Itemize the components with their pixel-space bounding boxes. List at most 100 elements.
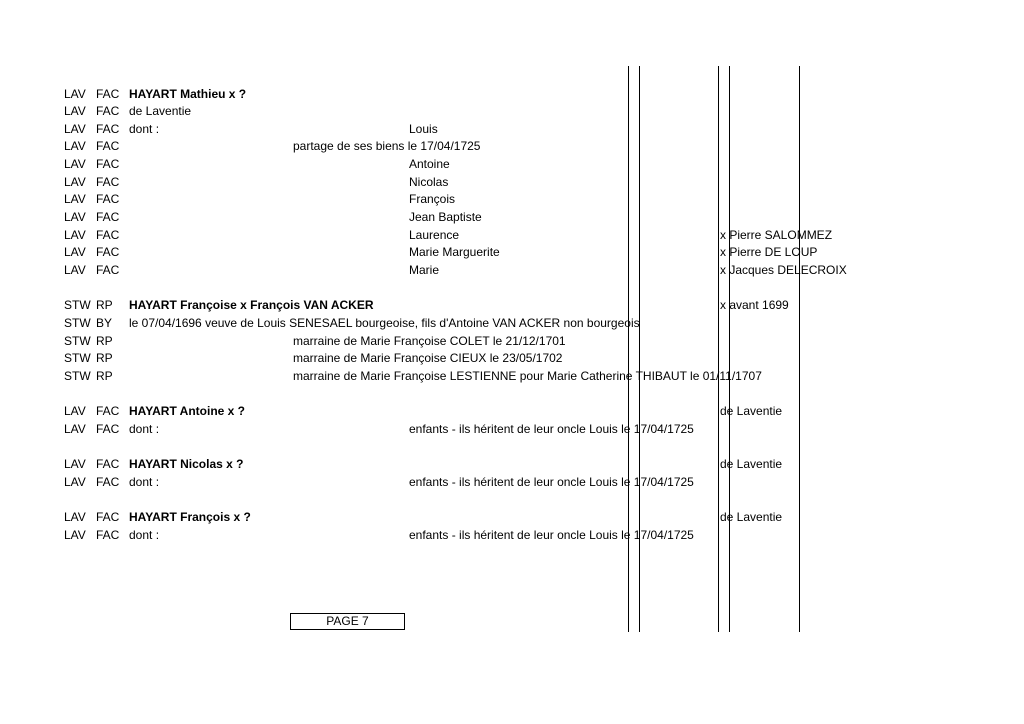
source-code: STW: [64, 298, 91, 312]
record-detail: enfants - ils héritent de leur oncle Lou…: [409, 528, 694, 542]
record-detail: Marie Marguerite: [409, 245, 500, 259]
column-divider-5: [799, 66, 800, 632]
record-detail: enfants - ils héritent de leur oncle Lou…: [409, 475, 694, 489]
category-code: FAC: [96, 263, 120, 277]
record-name: HAYART Antoine x ?: [129, 404, 246, 418]
record-row: LAV FAC partage de ses biens le 17/04/1725: [0, 138, 1024, 155]
column-divider-2: [639, 66, 640, 632]
record-note: marraine de Marie Françoise LESTIENNE po…: [293, 369, 762, 383]
category-code: FAC: [96, 122, 120, 136]
record-name: le 07/04/1696 veuve de Louis SENESAEL bo…: [129, 316, 640, 330]
record-row: LAV FAC HAYART Nicolas x ? de Laventie: [0, 456, 1024, 473]
record-note: marraine de Marie Françoise CIEUX le 23/…: [293, 351, 563, 365]
record-name: HAYART Françoise x François VAN ACKER: [129, 298, 374, 312]
source-code: STW: [64, 334, 91, 348]
source-code: LAV: [64, 104, 86, 118]
source-code: LAV: [64, 192, 86, 206]
category-code: FAC: [96, 210, 120, 224]
record-row: LAV FAC dont : Louis: [0, 121, 1024, 138]
source-code: LAV: [64, 139, 86, 153]
record-detail: François: [409, 192, 456, 206]
category-code: FAC: [96, 457, 120, 471]
category-code: RP: [96, 298, 113, 312]
record-name: HAYART Nicolas x ?: [129, 457, 244, 471]
source-code: LAV: [64, 475, 86, 489]
source-code: LAV: [64, 510, 86, 524]
category-code: FAC: [96, 192, 120, 206]
category-code: FAC: [96, 245, 120, 259]
record-side-note: de Laventie: [720, 404, 783, 418]
record-detail: enfants - ils héritent de leur oncle Lou…: [409, 422, 694, 436]
source-code: LAV: [64, 87, 86, 101]
record-row: STW RP marraine de Marie Françoise CIEUX l…: [0, 350, 1024, 367]
record-side-note: de Laventie: [720, 510, 783, 524]
record-name: HAYART Mathieu x ?: [129, 87, 247, 101]
record-row: LAV FAC Antoine: [0, 156, 1024, 173]
record-row: LAV FAC HAYART Antoine x ? de Laventie: [0, 403, 1024, 420]
record-side-note: x Pierre SALOMMEZ: [720, 228, 833, 242]
record-name: dont :: [129, 422, 160, 436]
record-side-note: x avant 1699: [720, 298, 789, 312]
record-row: STW BY le 07/04/1696 veuve de Louis SENESA…: [0, 315, 1024, 332]
category-code: RP: [96, 351, 113, 365]
category-code: FAC: [96, 422, 120, 436]
record-detail: Louis: [409, 122, 438, 136]
source-code: STW: [64, 369, 91, 383]
source-code: LAV: [64, 157, 86, 171]
category-code: FAC: [96, 157, 120, 171]
record-name: dont :: [129, 122, 160, 136]
category-code: FAC: [96, 528, 120, 542]
category-code: RP: [96, 369, 113, 383]
record-detail: Jean Baptiste: [409, 210, 482, 224]
record-detail: Marie: [409, 263, 440, 277]
source-code: STW: [64, 316, 91, 330]
source-code: LAV: [64, 528, 86, 542]
source-code: LAV: [64, 122, 86, 136]
category-code: FAC: [96, 228, 120, 242]
category-code: FAC: [96, 404, 120, 418]
page-number-label: PAGE 7: [290, 613, 405, 630]
source-code: LAV: [64, 263, 86, 277]
record-row: LAV FAC HAYART François x ? de Laventie: [0, 509, 1024, 526]
record-row: LAV FAC HAYART Mathieu x ?: [0, 86, 1024, 103]
record-note: partage de ses biens le 17/04/1725: [293, 139, 481, 153]
category-code: FAC: [96, 175, 120, 189]
record-side-note: x Pierre DE LOUP: [720, 245, 818, 259]
category-code: FAC: [96, 139, 120, 153]
record-row: STW RP HAYART Françoise x François VAN ACK…: [0, 297, 1024, 314]
record-row: LAV FAC Laurence x Pierre SALOMMEZ: [0, 227, 1024, 244]
column-divider-3: [718, 66, 719, 632]
record-side-note: x Jacques DELECROIX: [720, 263, 847, 277]
source-code: LAV: [64, 457, 86, 471]
source-code: STW: [64, 351, 91, 365]
record-name: de Laventie: [129, 104, 192, 118]
record-name: dont :: [129, 475, 160, 489]
record-row: LAV FAC François: [0, 191, 1024, 208]
record-name: HAYART François x ?: [129, 510, 251, 524]
record-row: LAV FAC de Laventie: [0, 103, 1024, 120]
category-code: FAC: [96, 475, 120, 489]
record-row: LAV FAC Marie x Jacques DELECROIX: [0, 262, 1024, 279]
category-code: FAC: [96, 87, 120, 101]
record-note: marraine de Marie Françoise COLET le 21/…: [293, 334, 566, 348]
record-detail: Laurence: [409, 228, 460, 242]
record-row: LAV FAC dont : enfants - ils héritent de le…: [0, 527, 1024, 544]
record-detail: Nicolas: [409, 175, 449, 189]
column-divider-1: [628, 66, 629, 632]
record-name: dont :: [129, 528, 160, 542]
record-detail: Antoine: [409, 157, 450, 171]
record-row: LAV FAC dont : enfants - ils héritent de le…: [0, 474, 1024, 491]
category-code: FAC: [96, 510, 120, 524]
source-code: LAV: [64, 404, 86, 418]
category-code: FAC: [96, 104, 120, 118]
category-code: BY: [96, 316, 113, 330]
source-code: LAV: [64, 228, 86, 242]
record-side-note: de Laventie: [720, 457, 783, 471]
record-row: STW RP marraine de Marie Françoise LESTIEN…: [0, 368, 1024, 385]
